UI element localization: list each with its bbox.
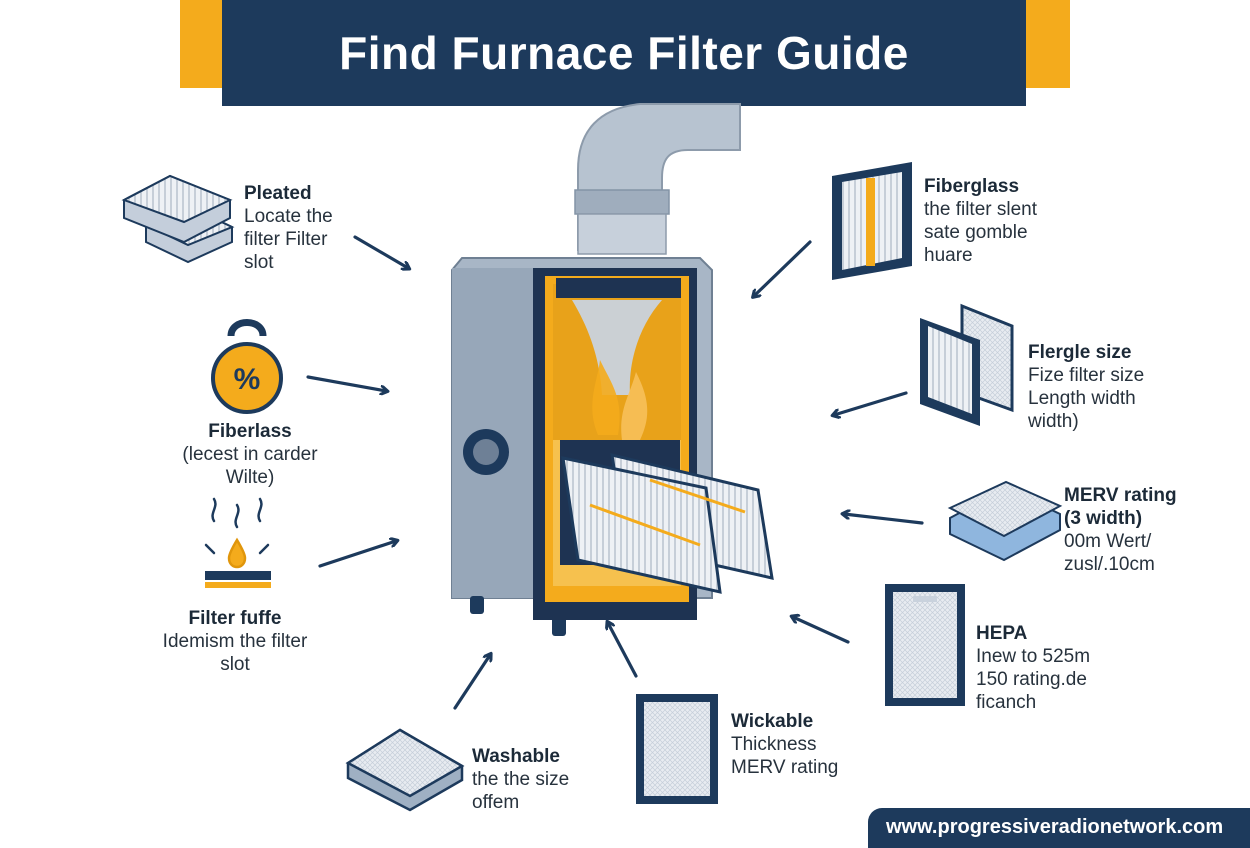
pointer-arrows [306, 235, 924, 710]
label-merv-heading: MERV rating [1064, 485, 1177, 506]
page-title: Find Furnace Filter Guide [339, 27, 909, 79]
label-fiberglass-line: huare [924, 245, 973, 266]
arrow-fiberglass [754, 240, 812, 296]
label-fiberglass-line: sate gomble [924, 222, 1028, 243]
label-fiberlass-line: (lecest in carder [182, 444, 318, 465]
label-fiberlass-heading: Fiberlass [208, 421, 292, 442]
merv-filter-icon [947, 480, 1063, 562]
fiberglass-filter-icon [832, 162, 912, 280]
arrow-wickable [608, 623, 638, 678]
label-fiberglass: Fiberglass the filter slent sate gomble … [924, 175, 1037, 267]
label-flergle-heading: Flergle size [1028, 342, 1132, 363]
label-washable-line: the the size [472, 769, 570, 790]
arrow-pleated [353, 235, 408, 268]
label-pleated-line: slot [244, 252, 274, 273]
label-washable: Washable the the size offem [472, 745, 569, 814]
label-merv-line: 00m Wert/ [1064, 531, 1152, 552]
label-merv: MERV rating (3 width) 00m Wert/ zusl/.10… [1064, 484, 1177, 576]
washable-filter-icon [345, 728, 465, 812]
label-fiberglass-heading: Fiberglass [924, 176, 1020, 197]
label-pleated: Pleated Locate the filter Filter slot [244, 182, 333, 274]
percent-symbol: % [234, 363, 261, 396]
title-banner: Find Furnace Filter Guide [222, 0, 1026, 106]
wickable-filter-icon [636, 694, 718, 804]
arrow-hepa [793, 617, 850, 644]
label-hepa-line: 150 rating.de [976, 669, 1087, 690]
label-merv-subheading: (3 width) [1064, 508, 1143, 529]
arrow-washable [453, 655, 490, 710]
label-flergle-line: Fize filter size [1028, 365, 1145, 386]
label-wickable-heading: Wickable [731, 711, 814, 732]
label-wickable-line: MERV rating [731, 757, 839, 778]
label-fiberlass-line: Wilte) [225, 467, 275, 488]
label-pleated-line: filter Filter [244, 229, 328, 250]
website-footer: www.progressiveradionetwork.com [868, 808, 1250, 848]
hepa-filter-icon [885, 584, 965, 706]
label-wickable-line: Thickness [731, 734, 817, 755]
label-flergle: Flergle size Fize filter size Length wid… [1028, 341, 1144, 433]
heat-drop-icon [204, 497, 271, 588]
label-flergle-line: width) [1028, 411, 1079, 432]
label-fiberlass: Fiberlass (lecest in carder Wilte) [150, 420, 350, 489]
label-pleated-line: Locate the [244, 206, 333, 227]
label-wickable: Wickable Thickness MERV rating [731, 710, 838, 779]
pleated-filter-icon [121, 174, 235, 264]
furnace-illustration [451, 103, 774, 636]
label-merv-line: zusl/.10cm [1064, 554, 1155, 575]
flergle-filter-icon [920, 303, 1014, 426]
label-filter-fuffe: Filter fuffe Idemism the filter slot [130, 607, 340, 676]
label-hepa-heading: HEPA [976, 623, 1028, 644]
label-flergle-line: Length width [1028, 388, 1136, 409]
label-filter-fuffe-heading: Filter fuffe [188, 608, 282, 629]
label-washable-heading: Washable [472, 746, 560, 767]
arrow-fiberlass [306, 375, 386, 391]
label-washable-line: offem [472, 792, 520, 813]
label-filter-fuffe-line: slot [220, 654, 250, 675]
arrow-filter-fuffe [318, 541, 396, 568]
label-hepa-line: ficanch [976, 692, 1037, 713]
website-url: www.progressiveradionetwork.com [886, 816, 1224, 838]
label-fiberglass-line: the filter slent [924, 199, 1037, 220]
label-pleated-heading: Pleated [244, 183, 312, 204]
arrow-flergle [834, 391, 908, 415]
label-filter-fuffe-line: Idemism the filter [162, 631, 308, 652]
percent-weight-icon: % [211, 319, 283, 414]
arrow-merv [844, 514, 924, 525]
label-hepa-line: Inew to 525m [976, 646, 1091, 667]
label-hepa: HEPA Inew to 525m 150 rating.de ficanch [976, 622, 1090, 714]
